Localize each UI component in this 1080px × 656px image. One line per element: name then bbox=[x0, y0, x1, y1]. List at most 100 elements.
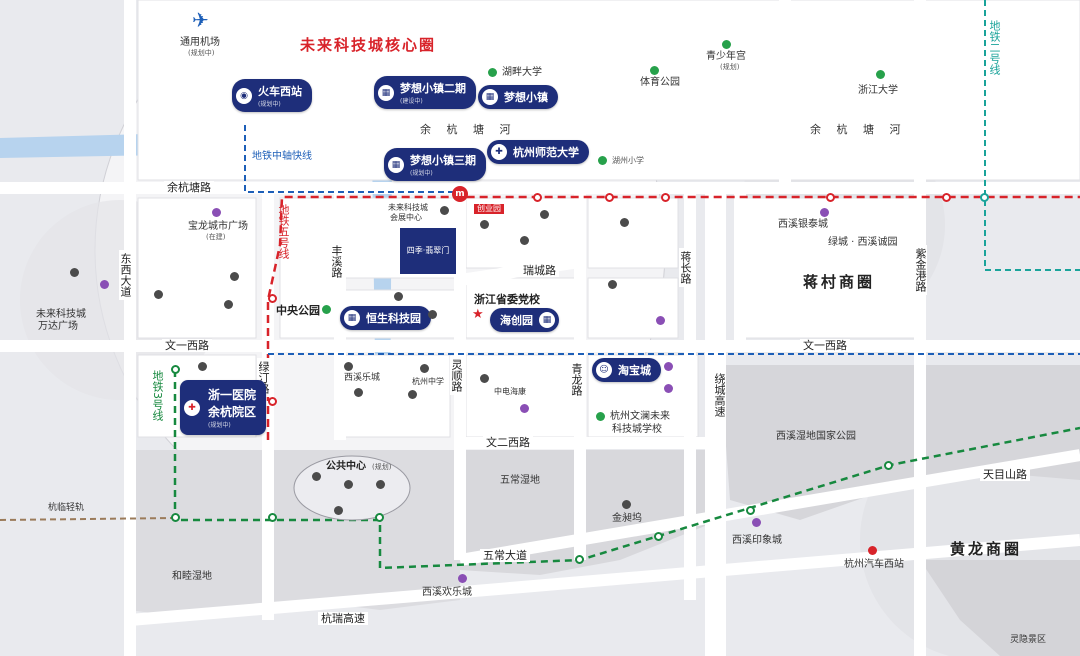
district-huanglong: 黄龙商圈 bbox=[950, 540, 1023, 558]
metro-station-line3[interactable] bbox=[575, 555, 584, 564]
core-circle-title: 未来科技城核心圈 bbox=[300, 36, 437, 54]
metro-station-line3[interactable] bbox=[171, 365, 180, 374]
building-icon bbox=[722, 40, 731, 49]
park-icon bbox=[650, 66, 659, 75]
place-xixi-wetland: 西溪湿地国家公园 bbox=[776, 431, 856, 442]
school-icon bbox=[598, 156, 607, 165]
metro-station[interactable] bbox=[661, 193, 670, 202]
train-icon: ◉ bbox=[236, 87, 252, 104]
building-icon bbox=[376, 480, 385, 489]
metro-interchange-icon[interactable]: m bbox=[452, 186, 468, 202]
tag-normal-univ[interactable]: ✚杭州师范大学 bbox=[487, 140, 589, 164]
road-dongxi-ave: 东西大道 bbox=[119, 250, 132, 300]
tag-mengxiang-3[interactable]: ▦梦想小镇三期(规划中) bbox=[384, 148, 486, 181]
place-airport: 通用机场 bbox=[180, 37, 220, 48]
place-airport-sub: (规划中) bbox=[188, 49, 215, 57]
place-future-center2: 会展中心 bbox=[390, 213, 422, 222]
school-icon bbox=[876, 70, 885, 79]
road-qinglong: 青龙路 bbox=[570, 360, 583, 399]
place-sports-park: 体育公园 bbox=[640, 77, 680, 88]
building-icon: ▦ bbox=[388, 156, 404, 173]
place-lingyin: 灵隐景区 bbox=[1010, 635, 1047, 645]
building-icon: ▦ bbox=[482, 89, 498, 105]
shop-icon bbox=[752, 518, 761, 527]
place-party-school: 浙江省委党校 bbox=[474, 293, 540, 306]
tag-mengxiang-2[interactable]: ▦梦想小镇二期(建设中) bbox=[374, 76, 476, 109]
building-icon: ▦ bbox=[539, 312, 555, 328]
place-haichuang-station: 创业园 bbox=[474, 204, 504, 214]
road-wener-west: 文二西路 bbox=[483, 436, 533, 449]
metro-station[interactable] bbox=[826, 193, 835, 202]
place-jinshuo: 金昶坞 bbox=[612, 513, 642, 524]
metro-station[interactable] bbox=[268, 294, 277, 303]
metro-line5-label: 地铁五号线 bbox=[277, 204, 290, 259]
shop-icon bbox=[820, 208, 829, 217]
place-wuchang-wetland: 五常湿地 bbox=[500, 475, 540, 486]
tag-hengsheng[interactable]: ▦恒生科技园 bbox=[340, 306, 431, 330]
building-icon bbox=[230, 272, 239, 281]
place-baolong: 宝龙城市广场 bbox=[188, 221, 248, 232]
building-icon bbox=[620, 218, 629, 227]
road-jiangzhang: 蒋长路 bbox=[679, 248, 692, 287]
tag-mengxiang[interactable]: ▦梦想小镇 bbox=[478, 85, 558, 109]
tag-huoche-west[interactable]: ◉火车西站(规划中) bbox=[232, 79, 312, 112]
park-icon bbox=[322, 305, 331, 314]
building-icon bbox=[312, 472, 321, 481]
metro-station-line3[interactable] bbox=[654, 532, 663, 541]
place-west-bus: 杭州汽车西站 bbox=[844, 559, 904, 570]
building-icon bbox=[198, 362, 207, 371]
district-jiangcun: 蒋村商圈 bbox=[803, 273, 876, 291]
metro-station-line3[interactable] bbox=[746, 506, 755, 515]
shop-icon bbox=[100, 280, 109, 289]
road-wucheng-hw: 绕城高速 bbox=[713, 370, 726, 420]
place-future-center: 未来科技城 bbox=[388, 203, 428, 212]
tag-taobao[interactable]: ☺淘宝城 bbox=[592, 358, 661, 382]
metro-station[interactable] bbox=[605, 193, 614, 202]
place-lvcheng: 绿城 · 西溪诚园 bbox=[828, 237, 898, 248]
place-xixi-bank: 西溪银泰城 bbox=[778, 219, 828, 230]
metro-station-line2[interactable] bbox=[980, 193, 989, 202]
place-youth-palace: 青少年宫 bbox=[706, 51, 746, 62]
road-wuchang-ave: 五常大道 bbox=[480, 549, 530, 562]
building-icon bbox=[428, 310, 437, 319]
building-icon bbox=[480, 220, 489, 229]
tag-haichuang[interactable]: 海创园▦ bbox=[490, 308, 559, 332]
building-icon bbox=[622, 500, 631, 509]
road-ruicheng: 瑞城路 bbox=[520, 264, 559, 277]
place-public-center: 公共中心 bbox=[326, 461, 366, 472]
metro-line3-label: 地铁3号线 bbox=[151, 370, 164, 421]
metro-station[interactable] bbox=[268, 397, 277, 406]
place-xixi-fun: 西溪欢乐城 bbox=[422, 587, 472, 598]
building-icon bbox=[480, 374, 489, 383]
shop-icon bbox=[212, 208, 221, 217]
place-central-park: 中央公园 bbox=[276, 304, 320, 317]
road-tianmushan: 天目山路 bbox=[980, 468, 1030, 481]
school-icon bbox=[596, 412, 605, 421]
building-icon bbox=[394, 292, 403, 301]
metro-station[interactable] bbox=[942, 193, 951, 202]
metro-line2-label: 地铁二号线 bbox=[988, 20, 1001, 75]
metro-station-line3[interactable] bbox=[268, 513, 277, 522]
building-icon bbox=[344, 362, 353, 371]
road-hangrui: 杭瑞高速 bbox=[318, 612, 368, 625]
building-icon bbox=[520, 236, 529, 245]
project-marker[interactable]: 四季·翡翠门 bbox=[400, 228, 456, 274]
road-wenyi-west-right: 文一西路 bbox=[800, 339, 850, 352]
hospital-icon: ✚ bbox=[184, 399, 200, 416]
building-icon bbox=[440, 206, 449, 215]
building-icon bbox=[334, 506, 343, 515]
place-zhongdian: 中电海康 bbox=[494, 387, 526, 396]
metro-axis-express-label: 地铁中轴快线 bbox=[252, 151, 312, 162]
metro-station[interactable] bbox=[533, 193, 542, 202]
tag-hospital[interactable]: ✚浙一医院余杭院区(规划中) bbox=[180, 380, 267, 435]
shop-icon: ☺ bbox=[596, 362, 612, 378]
metro-station-line3[interactable] bbox=[375, 513, 384, 522]
building-icon bbox=[344, 480, 353, 489]
metro-station-line3[interactable] bbox=[884, 461, 893, 470]
place-hsu-hall: 湖州小学 bbox=[612, 156, 644, 165]
road-fengxin: 丰溪路 bbox=[330, 242, 343, 281]
metro-station-line3[interactable] bbox=[171, 513, 180, 522]
shop-icon bbox=[664, 384, 673, 393]
building-icon bbox=[608, 280, 617, 289]
